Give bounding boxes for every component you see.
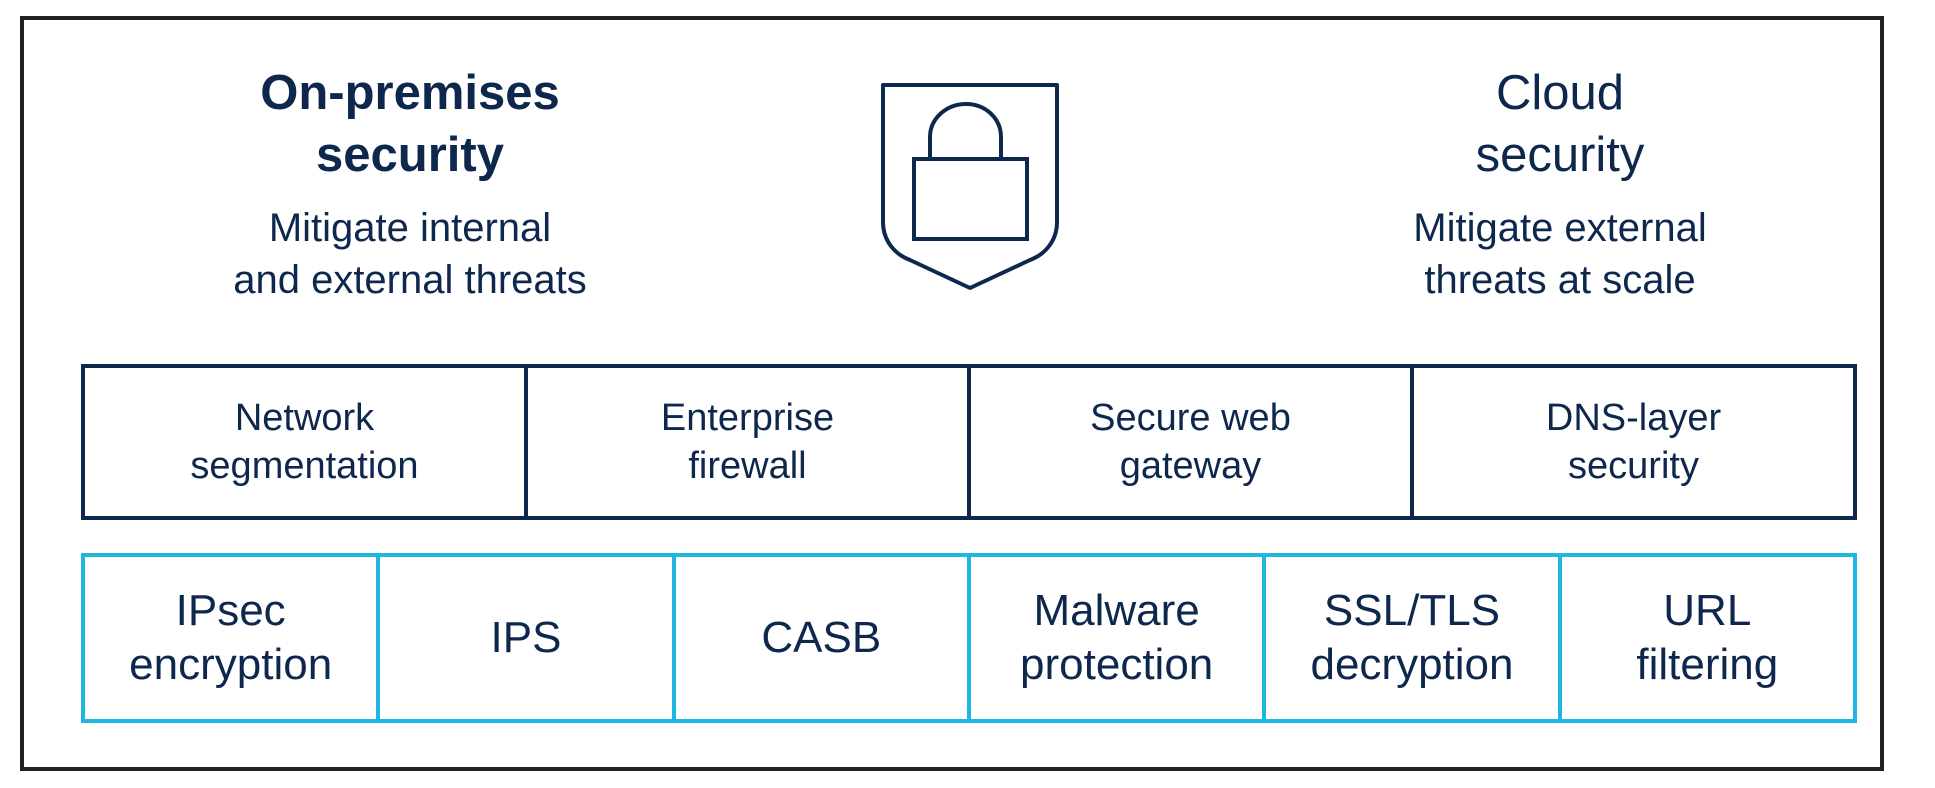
enterprise-firewall-cell: Enterprise firewall (528, 368, 971, 516)
cloud-title: Cloud security (1475, 66, 1645, 182)
ssl-tls-decryption-cell: SSL/TLS decryption (1266, 557, 1562, 719)
secure-web-gateway-cell: Secure web gateway (971, 368, 1414, 516)
cloud-heading: Cloud security Mitigate external threats… (1350, 62, 1770, 306)
security-layers-row: Network segmentation Enterprise firewall… (81, 364, 1857, 520)
on-premises-title: On-premises security (260, 66, 560, 182)
diagram-frame (20, 16, 1884, 771)
on-premises-heading: On-premises security Mitigate internal a… (200, 62, 620, 306)
on-premises-subtitle: Mitigate internal and external threats (233, 206, 587, 302)
malware-protection-cell: Malware protection (971, 557, 1267, 719)
ipsec-encryption-cell: IPsec encryption (85, 557, 381, 719)
shield-lock-icon (881, 83, 1059, 290)
casb-cell: CASB (676, 557, 971, 719)
ips-cell: IPS (380, 557, 676, 719)
security-features-row: IPsec encryption IPS CASB Malware protec… (81, 553, 1857, 723)
cloud-subtitle: Mitigate external threats at scale (1413, 206, 1707, 302)
url-filtering-cell: URL filtering (1636, 586, 1779, 689)
dns-layer-security-cell: DNS-layer security (1545, 397, 1722, 487)
network-segmentation-cell: Network segmentation (85, 368, 528, 516)
